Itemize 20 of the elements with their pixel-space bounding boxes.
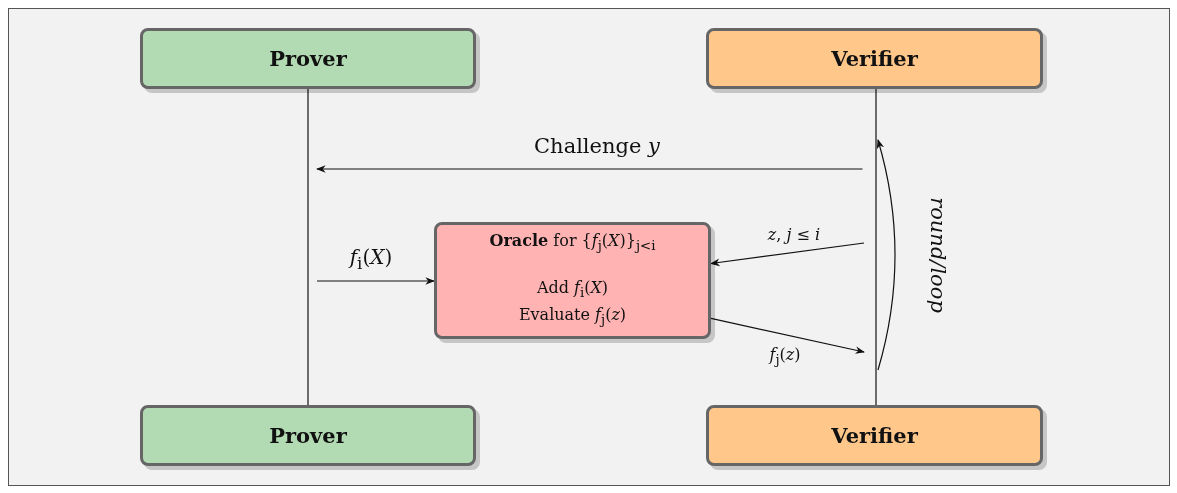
lifeline bbox=[875, 88, 877, 406]
edge-label: f$_{j}$(z) bbox=[767, 344, 803, 368]
box-text: Evaluate f$_{j}$(z) bbox=[518, 304, 627, 330]
box-text: Add f$_{i}$(X) bbox=[536, 276, 609, 303]
actor-box bbox=[140, 405, 476, 466]
actor-box bbox=[140, 28, 476, 89]
arrow bbox=[710, 242, 865, 267]
loop-label: round/loop bbox=[926, 197, 950, 313]
lifeline bbox=[307, 88, 309, 406]
oracle-box bbox=[434, 222, 711, 339]
arrow bbox=[710, 317, 865, 354]
actor-box bbox=[706, 405, 1043, 466]
actor-name: Verifier bbox=[831, 423, 918, 448]
arrow bbox=[316, 277, 435, 285]
box-text: Oracle for {f$_{j}$(X)}$_{j<i}$ bbox=[489, 229, 656, 255]
arrow bbox=[316, 165, 864, 173]
actor-name: Prover bbox=[269, 423, 347, 448]
actor-box bbox=[706, 28, 1043, 89]
actor-name: Verifier bbox=[831, 46, 918, 71]
actor-name: Prover bbox=[269, 46, 347, 71]
